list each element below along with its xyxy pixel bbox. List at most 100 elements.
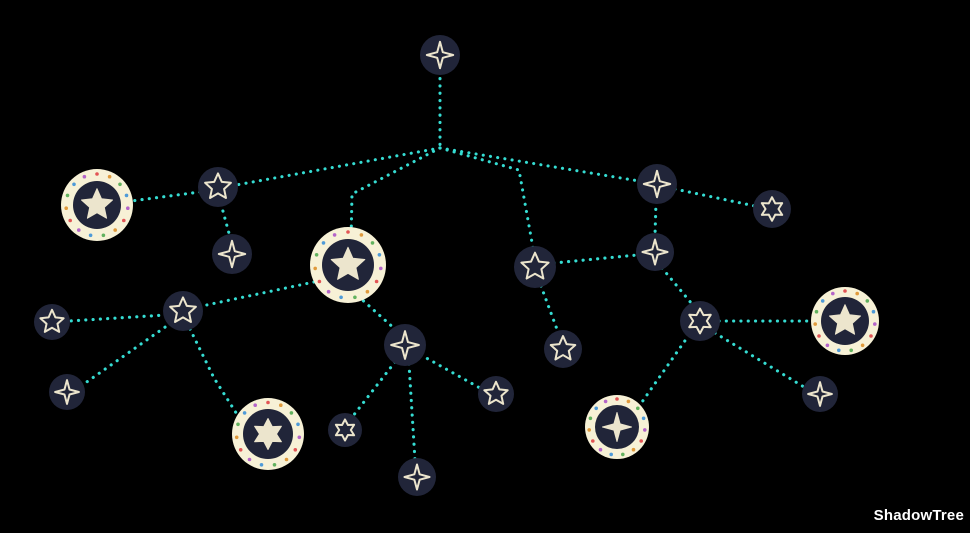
edge-connector xyxy=(653,200,658,237)
star4-icon xyxy=(601,411,633,443)
ring-glyph xyxy=(238,448,243,452)
ring-glyph xyxy=(236,422,240,427)
ring-glyph xyxy=(639,439,643,443)
ring-glyph xyxy=(594,406,598,411)
edge-connector xyxy=(713,331,806,389)
ring-glyph xyxy=(860,343,865,348)
ring-glyph xyxy=(314,253,319,257)
node-circle xyxy=(680,301,720,341)
node-circle xyxy=(637,164,677,204)
ring-glyph xyxy=(588,416,593,421)
ring-glyph xyxy=(849,348,853,353)
ring-glyph xyxy=(353,295,357,300)
node-circle xyxy=(212,234,252,274)
edge-connector xyxy=(351,360,397,418)
ring-glyph xyxy=(247,457,252,462)
skill-node-n12[interactable] xyxy=(49,374,85,410)
skill-node-n06[interactable] xyxy=(514,246,556,288)
ring-glyph xyxy=(279,403,283,408)
skill-node-n21[interactable] xyxy=(585,395,649,459)
ring-glyph xyxy=(313,266,318,271)
ring-glyph xyxy=(370,241,375,245)
ring-glyph xyxy=(88,233,93,238)
ring-glyph xyxy=(855,291,859,296)
skill-node-n22[interactable] xyxy=(398,458,436,496)
skill-node-n03[interactable] xyxy=(198,167,238,207)
skill-node-n17[interactable] xyxy=(478,376,514,412)
skill-node-n11[interactable] xyxy=(163,291,203,331)
edge-connector xyxy=(234,146,442,187)
star6-icon xyxy=(254,418,282,450)
skill-node-n15[interactable] xyxy=(680,301,720,341)
ring-glyph xyxy=(869,334,873,338)
skill-node-n09[interactable] xyxy=(753,190,791,228)
skill-node-n18[interactable] xyxy=(802,376,838,412)
ring-glyph xyxy=(77,228,81,232)
edge-connector xyxy=(552,253,639,265)
ring-glyph xyxy=(95,172,99,176)
edge-connector xyxy=(114,190,202,205)
ring-glyph xyxy=(296,422,300,427)
star5-icon xyxy=(330,246,366,280)
ring-glyph xyxy=(365,289,370,294)
ring-glyph xyxy=(813,322,817,326)
star5-icon xyxy=(828,304,862,335)
star5-icon xyxy=(204,172,232,199)
skill-node-n14[interactable] xyxy=(544,330,582,368)
star5-icon xyxy=(169,296,197,323)
skill-node-n07[interactable] xyxy=(636,233,674,271)
skill-node-n02[interactable] xyxy=(61,169,133,241)
star5-icon xyxy=(549,335,577,361)
node-circle xyxy=(478,376,514,412)
ring-glyph xyxy=(118,182,122,187)
ring-glyph xyxy=(587,428,591,432)
ring-glyph xyxy=(377,253,382,257)
skill-node-root[interactable] xyxy=(420,35,460,75)
ring-glyph xyxy=(621,452,625,457)
ring-glyph xyxy=(64,206,68,210)
star6-icon xyxy=(688,307,712,335)
ring-glyph xyxy=(871,309,876,314)
skill-node-n10[interactable] xyxy=(34,304,70,340)
skill-node-n19[interactable] xyxy=(232,398,304,470)
edge-connector xyxy=(356,294,398,332)
skill-node-n13[interactable] xyxy=(384,324,426,366)
skill-node-n04[interactable] xyxy=(212,234,252,274)
star4-icon xyxy=(642,169,672,199)
ring-glyph xyxy=(636,406,640,411)
skill-node-n20[interactable] xyxy=(328,413,362,447)
ring-glyph xyxy=(626,399,631,404)
ring-glyph xyxy=(814,309,819,314)
ring-glyph xyxy=(234,435,239,440)
ring-glyph xyxy=(293,448,298,452)
skill-node-n16[interactable] xyxy=(811,287,879,355)
star4-icon xyxy=(641,238,669,266)
edge-connector xyxy=(539,284,560,334)
edge-connector xyxy=(79,321,173,388)
edge-connector xyxy=(67,313,168,323)
ring-glyph xyxy=(379,266,383,271)
ring-glyph xyxy=(82,174,87,179)
star5-icon xyxy=(39,308,65,333)
node-circle xyxy=(328,413,362,447)
ring-glyph xyxy=(825,343,830,348)
star4-icon xyxy=(217,239,247,269)
ring-glyph xyxy=(253,403,257,408)
node-circle xyxy=(163,291,203,331)
ring-glyph xyxy=(359,233,364,237)
star4-icon xyxy=(54,379,80,405)
ring-glyph xyxy=(259,463,264,467)
node-circle xyxy=(49,374,85,410)
node-circle xyxy=(398,458,436,496)
skill-node-n08[interactable] xyxy=(637,164,677,204)
ring-glyph xyxy=(289,411,294,415)
edge-connector xyxy=(660,266,694,306)
ring-glyph xyxy=(65,193,70,198)
node-circle xyxy=(514,246,556,288)
edge-connector xyxy=(419,353,482,390)
ring-glyph xyxy=(113,228,117,232)
ring-glyph xyxy=(346,230,350,234)
ring-glyph xyxy=(122,218,126,223)
skill-node-n05[interactable] xyxy=(310,227,386,303)
